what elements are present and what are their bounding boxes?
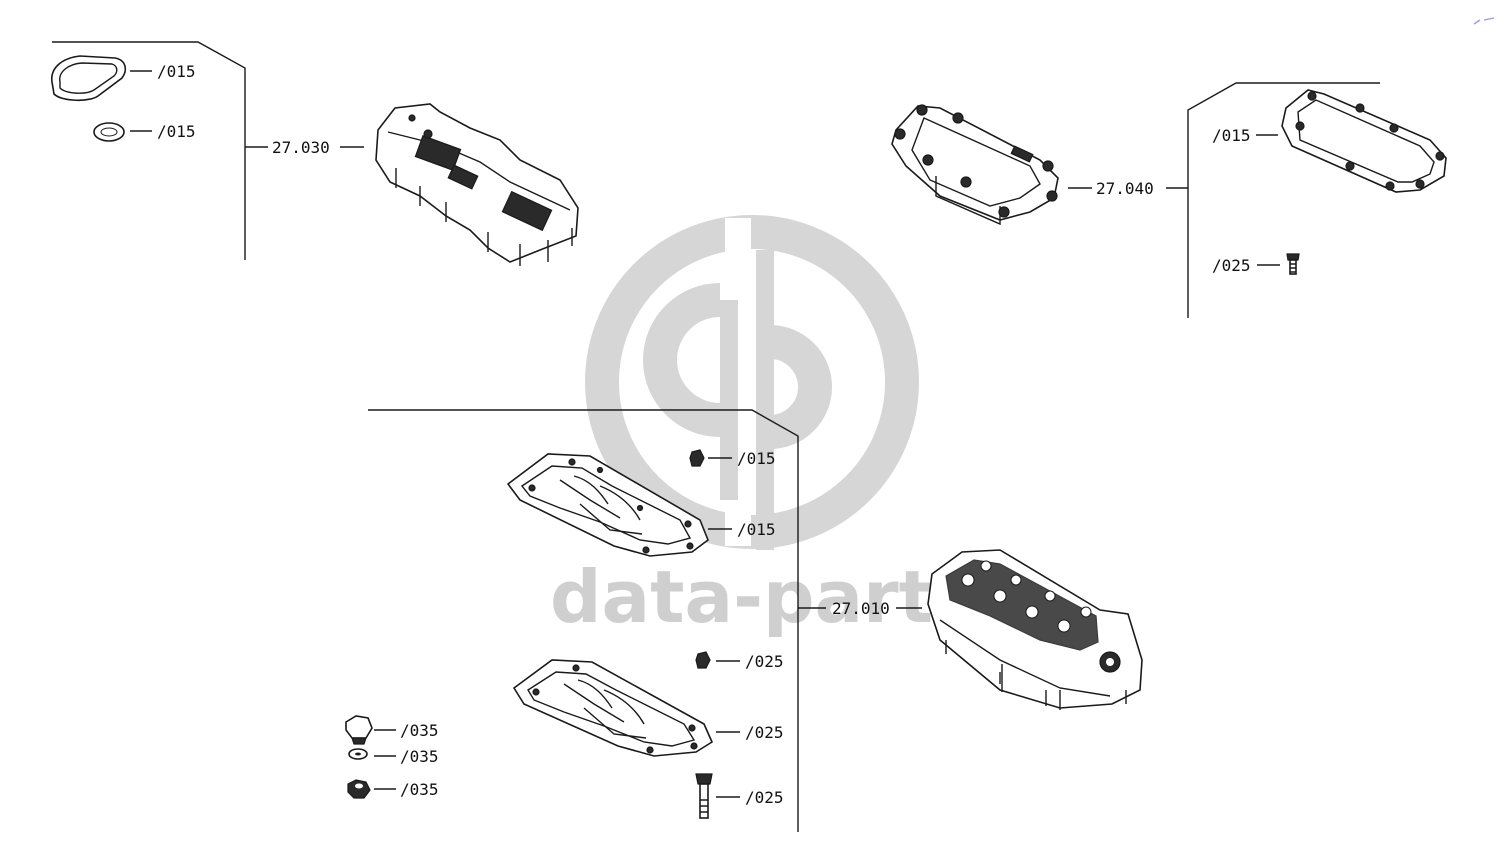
watermark-logo-icon	[585, 215, 919, 550]
part-ref-label: /015	[737, 520, 776, 539]
bracket-line	[52, 41, 246, 260]
plug-icon	[689, 449, 705, 467]
nut-icon	[347, 779, 371, 799]
assembly-number: 27.030	[272, 138, 330, 157]
part-ref-label: /035	[400, 721, 439, 740]
bracket-line	[368, 409, 799, 832]
part-ref-label: /015	[157, 122, 196, 141]
part-ref-label: /025	[745, 723, 784, 742]
part-ref-label: /015	[737, 449, 776, 468]
assembly-number: 27.040	[1096, 179, 1154, 198]
watermark-text: data-parts	[550, 555, 976, 639]
cover-assembly-icon	[891, 104, 1059, 226]
part-ref-label: /025	[745, 788, 784, 807]
part-ref-label: /025	[1212, 256, 1251, 275]
assembly-27030: 27.030 /015 /015	[51, 41, 579, 266]
screw-icon	[1286, 253, 1300, 275]
bolt-icon	[695, 773, 713, 819]
part-ref-label: /035	[400, 780, 439, 799]
cap-icon	[345, 715, 373, 745]
cover-gasket-icon	[1281, 89, 1447, 193]
part-ref-label: /015	[157, 62, 196, 81]
gasket-ring-icon	[51, 55, 127, 102]
plate-gasket-icon	[506, 453, 709, 557]
housing-unit-icon	[375, 103, 579, 266]
plate-gasket-icon	[512, 659, 714, 757]
washer-icon	[348, 748, 368, 760]
assembly-number: 27.010	[832, 599, 890, 618]
part-ref-label: /015	[1212, 126, 1251, 145]
assembly-27040: 27.040	[891, 82, 1447, 318]
valve-body-icon	[927, 549, 1143, 710]
assembly-27010: 27.010 /015 /015 /025	[368, 409, 1143, 832]
bracket-line	[1187, 82, 1380, 318]
part-ref-label: /025	[745, 652, 784, 671]
loose-parts: /035 /035 /035	[345, 715, 439, 799]
part-ref-label: /035	[400, 747, 439, 766]
o-ring-icon	[93, 122, 125, 142]
corner-mark-icon	[1473, 17, 1495, 25]
plug-icon	[695, 651, 711, 669]
